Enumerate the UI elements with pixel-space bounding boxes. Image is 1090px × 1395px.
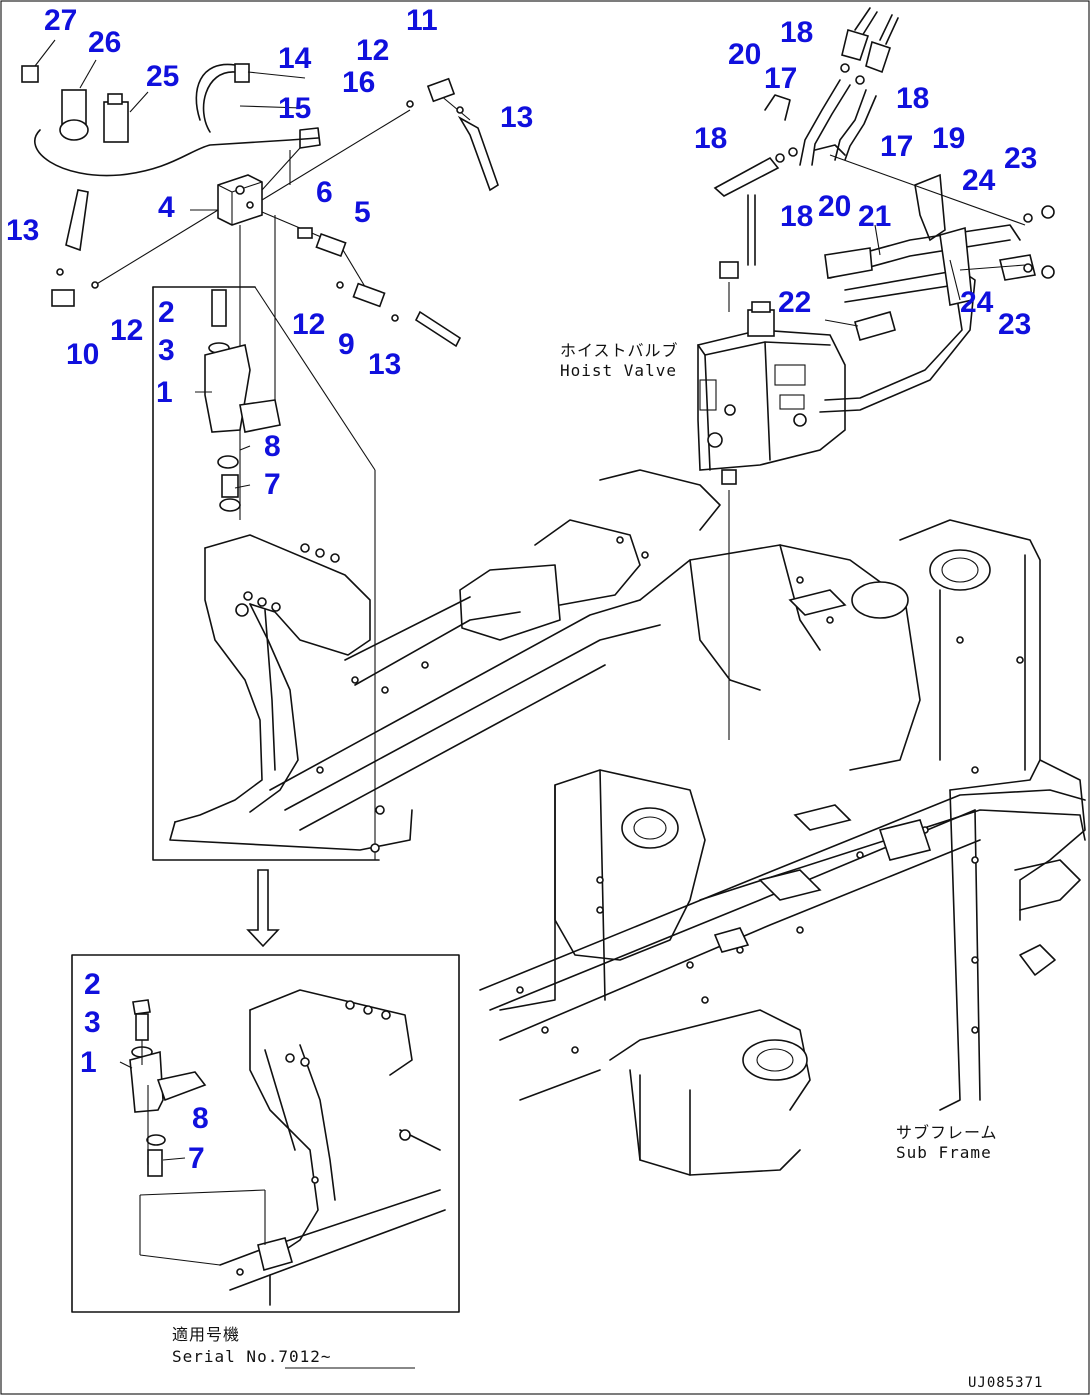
- part-number: 16: [342, 66, 376, 99]
- part-number: 13: [368, 348, 402, 381]
- sensor-assembly: [21, 63, 321, 177]
- bracket-parts-lower: [129, 999, 207, 1177]
- hoist-valve-label: ホイストバルブ: [560, 341, 679, 360]
- part-number: 20: [818, 190, 852, 223]
- part-number: 3: [84, 1006, 101, 1039]
- drawing-code: UJ085371: [968, 1375, 1044, 1391]
- manifold-block: [217, 174, 263, 226]
- part-number: 1: [156, 376, 173, 409]
- part-number: 8: [192, 1102, 209, 1135]
- part-number: 13: [6, 214, 40, 247]
- hoist-valve-label-en: Hoist Valve: [560, 361, 677, 380]
- frame-detail-lower: [139, 989, 446, 1306]
- hydraulic-lines-left: [94, 94, 471, 520]
- leader-lines: [34, 39, 961, 1161]
- part-number: 1: [80, 1046, 97, 1079]
- part-number: 21: [858, 200, 892, 233]
- part-number: 17: [764, 62, 798, 95]
- part-number: 2: [158, 296, 175, 329]
- part-number: 8: [264, 430, 281, 463]
- part-number: 27: [44, 4, 78, 37]
- part-number: 18: [896, 82, 930, 115]
- hoist-piping: [713, 7, 1055, 413]
- part-number: 12: [110, 314, 144, 347]
- part-number: 23: [998, 308, 1032, 341]
- part-number: 18: [694, 122, 728, 155]
- part-number: 23: [1004, 142, 1038, 175]
- part-number: 9: [338, 328, 355, 361]
- part-number: 13: [500, 101, 534, 134]
- arrow-down: [246, 869, 280, 948]
- sub-frame-label: サブフレーム: [896, 1123, 998, 1142]
- part-number: 25: [146, 60, 180, 93]
- part-number: 14: [278, 42, 312, 75]
- part-number: 22: [778, 286, 812, 319]
- frame-detail-upper: [169, 534, 413, 851]
- part-number: 20: [728, 38, 762, 71]
- part-number: 10: [66, 338, 100, 371]
- part-number: 24: [960, 286, 994, 319]
- main-frame: [269, 469, 1086, 1176]
- part-number: 6: [316, 176, 333, 209]
- part-number: 24: [962, 164, 996, 197]
- part-number: 19: [932, 122, 966, 155]
- part-number: 17: [880, 130, 914, 163]
- part-number: 26: [88, 26, 122, 59]
- part-number: 11: [406, 4, 438, 37]
- fittings: [51, 77, 499, 348]
- part-number: 18: [780, 16, 814, 49]
- bracket-parts-upper: [204, 289, 281, 512]
- part-number: 12: [292, 308, 326, 341]
- hoist-valve: [697, 261, 846, 740]
- part-number: 12: [356, 34, 390, 67]
- part-number: 7: [188, 1142, 205, 1175]
- detail-box-lower: [71, 954, 460, 1313]
- part-number: 7: [264, 468, 281, 501]
- serial-label: 適用号機: [172, 1325, 241, 1344]
- part-number: 3: [158, 334, 175, 367]
- part-number: 2: [84, 968, 101, 1001]
- part-number: 4: [158, 191, 175, 224]
- serial-label-en: Serial No.7012~: [172, 1347, 332, 1366]
- detail-box-upper: [152, 286, 380, 861]
- sub-frame-label-en: Sub Frame: [896, 1143, 992, 1162]
- part-number: 18: [780, 200, 814, 233]
- part-number: 5: [354, 196, 371, 229]
- part-number: 15: [278, 92, 312, 125]
